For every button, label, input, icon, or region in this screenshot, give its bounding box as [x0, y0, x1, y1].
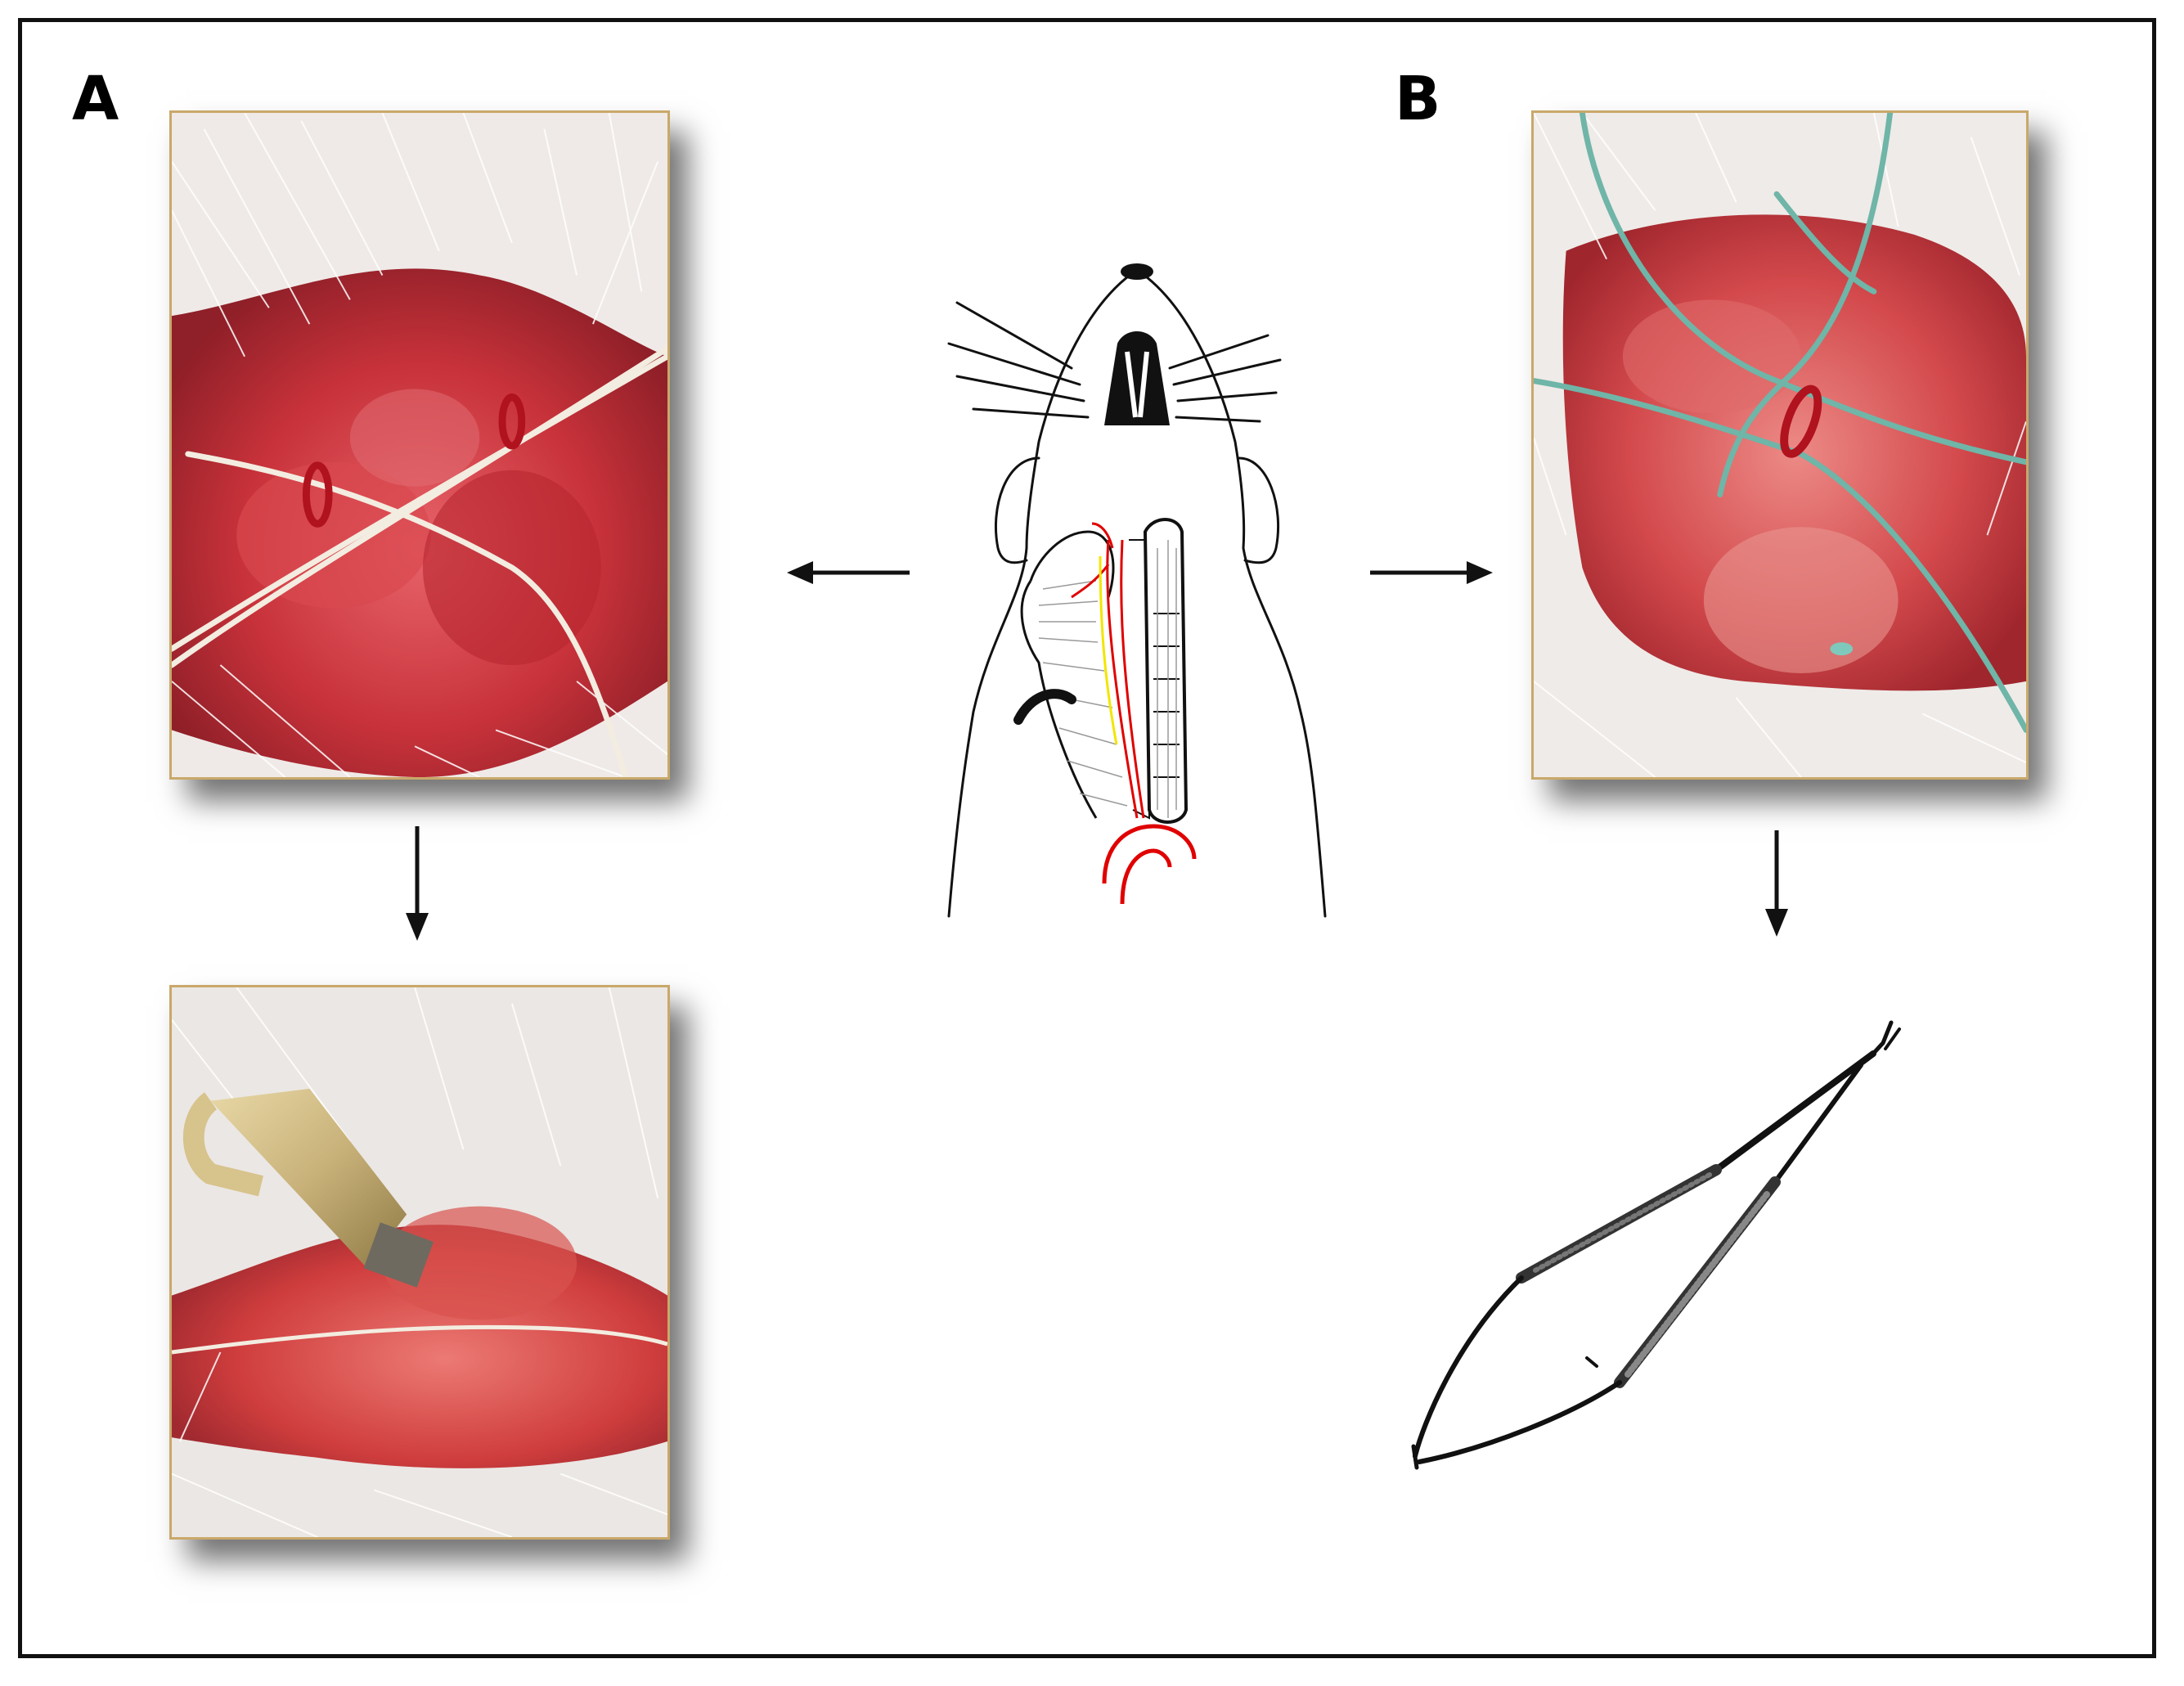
arrow-to-panel-a [787, 561, 910, 584]
arrow-down-panel-a [406, 826, 429, 941]
panel-label-b: B [1395, 64, 1441, 134]
figure-frame [18, 18, 2156, 1658]
photo-a-surgical-site-image [172, 113, 667, 777]
photo-a-clip-on-vessel [169, 985, 670, 1540]
arrow-to-panel-b [1370, 561, 1493, 584]
rat-neck-anatomy-sketch [947, 263, 1327, 918]
photo-b-surgical-site-image [1534, 113, 2026, 777]
photo-a-surgical-site [169, 110, 670, 780]
microsurgical-scissors-illustration [1411, 1020, 1901, 1470]
panel-label-a: A [72, 64, 119, 134]
photo-b-surgical-site [1531, 110, 2029, 780]
arrow-down-panel-b [1765, 830, 1788, 937]
photo-a-clip-on-vessel-image [172, 987, 667, 1537]
